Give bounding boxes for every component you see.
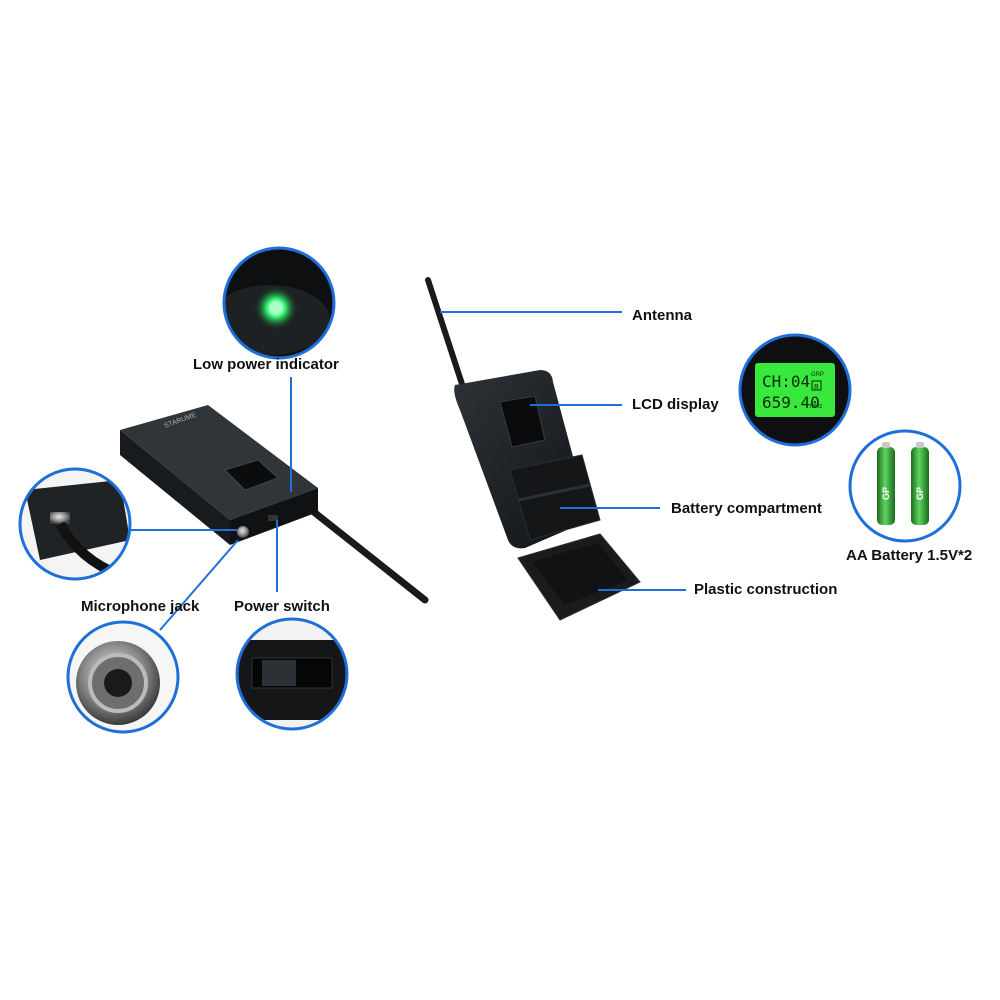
callout-low-power (222, 246, 336, 360)
lcd-grp-value: B (814, 384, 819, 391)
left-transmitter: STARUME (120, 405, 429, 604)
right-antenna (425, 277, 465, 387)
battery-icon: GP (877, 442, 895, 525)
left-body-side (120, 430, 230, 545)
left-jack (237, 526, 249, 538)
connector-lines (125, 311, 686, 631)
label-low-power-indicator: Low power indicator (193, 356, 339, 373)
callout-mic-cable (18, 467, 132, 581)
label-aa-battery: AA Battery 1.5V*2 (846, 547, 973, 564)
label-lcd-display: LCD display (632, 396, 719, 413)
callout-power-switch (235, 617, 349, 731)
left-antenna (301, 501, 429, 604)
label-microphone-jack: Microphone jack (81, 598, 200, 615)
lcd-unit: MHz (810, 404, 822, 410)
left-lcd-window (224, 459, 279, 491)
callout-mic-jack (66, 620, 180, 734)
label-battery-compartment: Battery compartment (671, 500, 822, 517)
left-switch (268, 515, 278, 521)
lcd-frequency: 659.40 (762, 393, 820, 412)
led-icon (269, 301, 283, 315)
callout-lcd: CH:04 659.40 GRP B MHz (738, 333, 852, 447)
battery-brand-1: GP (881, 487, 891, 500)
label-plastic-construction: Plastic construction (694, 581, 838, 598)
label-power-switch: Power switch (234, 598, 330, 615)
battery-brand-2: GP (915, 487, 925, 500)
lcd-screen (755, 363, 835, 417)
lcd-grp: GRP (811, 372, 824, 378)
right-receiver (425, 277, 641, 621)
lcd-channel: CH:04 (762, 372, 810, 391)
label-antenna: Antenna (632, 307, 692, 324)
right-battery-bay (509, 454, 601, 541)
battery-icon-2: GP (911, 442, 929, 525)
line-mic-jack (159, 539, 239, 631)
right-lcd-window (499, 395, 546, 448)
callout-battery: GP GP (848, 429, 962, 543)
left-body-top (120, 405, 318, 520)
